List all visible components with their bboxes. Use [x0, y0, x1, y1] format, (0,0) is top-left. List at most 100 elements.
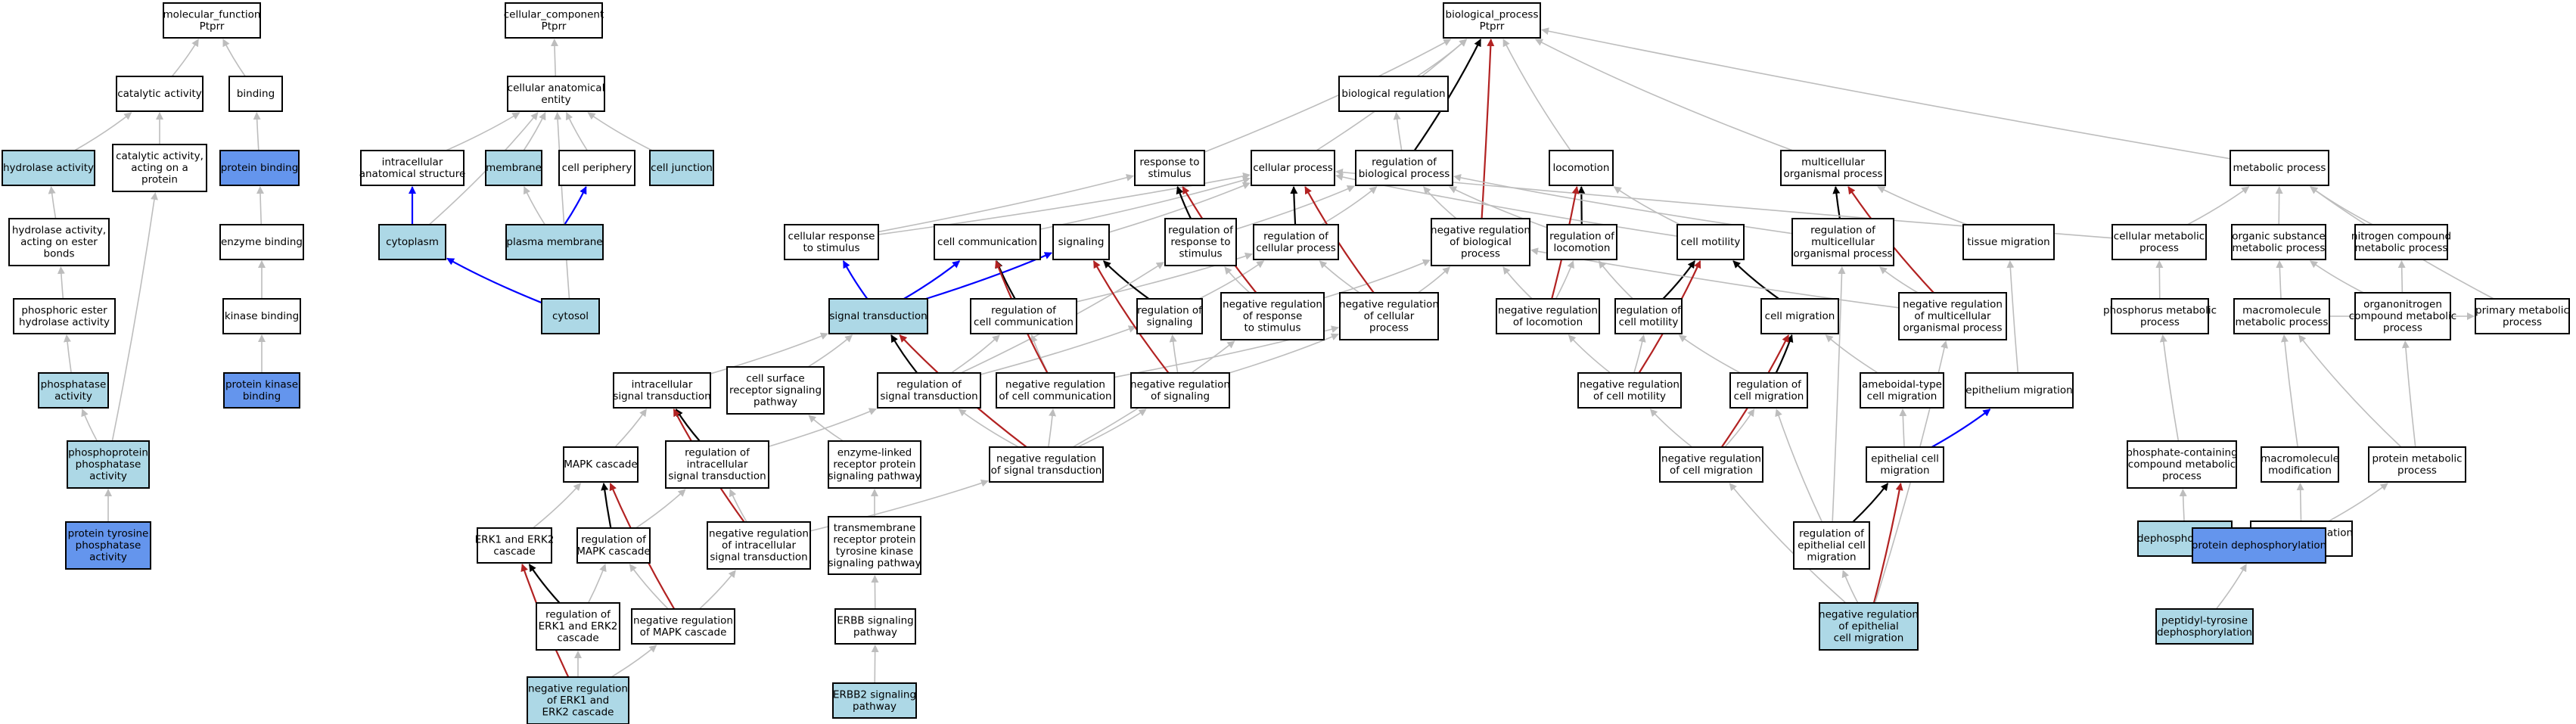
node-mapk[interactable]: MAPK cascade — [563, 446, 639, 483]
node-box — [2111, 224, 2207, 260]
node-label-line: cell surface — [746, 373, 804, 385]
node-label-line: macromolecule — [2242, 304, 2321, 316]
node-epimig[interactable]: epithelium migration — [1965, 372, 2074, 409]
node-cellmig[interactable]: cell migration — [1760, 298, 1839, 334]
node-metab[interactable]: metabolic process — [2230, 150, 2329, 186]
edge-regmotility-to-motility — [1662, 260, 1695, 300]
node-cellcomm[interactable]: cell communication — [934, 224, 1041, 260]
node-cytosol[interactable]: cytosol — [541, 298, 600, 334]
node-box — [1819, 602, 1919, 651]
node-cat[interactable]: catalytic activity — [116, 76, 204, 112]
node-enzbind[interactable]: enzyme binding — [219, 224, 304, 260]
edge-layer — [48, 27, 2494, 684]
node-signaling[interactable]: signaling — [1052, 224, 1110, 260]
node-cellproc[interactable]: cellular process — [1251, 150, 1335, 186]
node-protdephos[interactable]: protein dephosphorylation — [2192, 527, 2326, 564]
node-box — [219, 224, 304, 260]
node-plasmamem[interactable]: plasma membrane — [505, 224, 604, 260]
node-junction[interactable]: cell junction — [649, 150, 714, 186]
node-box — [1780, 150, 1886, 186]
node-motility[interactable]: cell motility — [1676, 224, 1745, 260]
node-bind[interactable]: binding — [228, 76, 283, 112]
node-box — [576, 527, 651, 564]
node-membrane[interactable]: membrane — [485, 150, 542, 186]
node-protbind[interactable]: protein binding — [219, 150, 300, 186]
node-cytoplasm[interactable]: cytoplasm — [378, 224, 446, 260]
node-hydro[interactable]: hydrolase activity — [2, 150, 95, 186]
edge-cae-to-cc — [551, 39, 559, 77]
node-sigtrans[interactable]: signal transduction — [828, 298, 928, 334]
node-kinbind[interactable]: kinase binding — [222, 298, 301, 334]
node-bioreg[interactable]: biological regulation — [1338, 76, 1449, 112]
node-periphery[interactable]: cell periphery — [558, 150, 635, 186]
node-tissuemig[interactable]: tissue migration — [1962, 224, 2055, 260]
node-label-line: enzyme binding — [221, 236, 303, 248]
node-label-line: of biological — [1450, 236, 1512, 248]
node-locomotion[interactable]: locomotion — [1549, 150, 1614, 186]
